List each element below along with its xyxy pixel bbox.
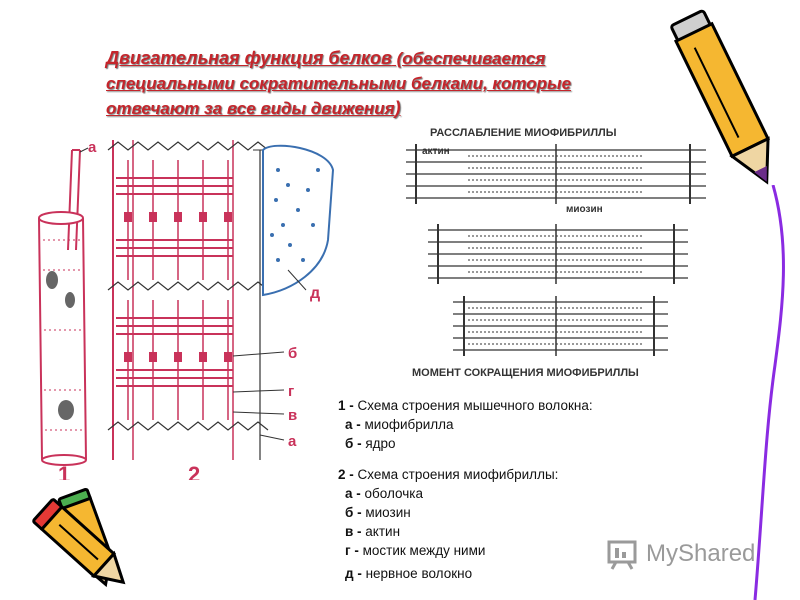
caption-contraction: МОМЕНТ СОКРАЩЕНИЯ МИОФИБРИЛЛЫ xyxy=(412,367,639,379)
page-title: Двигательная функция белков (обеспечивае… xyxy=(106,46,666,121)
watermark-text: MyShared xyxy=(646,540,756,567)
muscle-fiber-diagram: а 1 xyxy=(38,139,335,480)
label-myosin: миозин xyxy=(566,204,603,215)
label-a2: а xyxy=(288,433,297,450)
label-g: г xyxy=(288,383,294,400)
caption-relaxation: РАССЛАБЛЕНИЕ МИОФИБРИЛЛЫ xyxy=(430,127,617,139)
label-d: д xyxy=(310,285,320,302)
nucleus xyxy=(58,400,74,420)
label-num-1: 1 xyxy=(58,462,70,480)
title-sub-line3: отвечают за все виды движения xyxy=(106,99,395,118)
legend-section-2: 2 - Схема строения миофибриллы: xyxy=(338,467,559,482)
nucleus xyxy=(65,292,75,308)
legend-item: б - ядро xyxy=(345,436,396,451)
title-main: Двигательная функция белков xyxy=(106,48,392,68)
myofibril-structure xyxy=(107,140,269,460)
watermark-logo-icon xyxy=(607,540,637,570)
label-b: б xyxy=(288,345,297,362)
pencils-icon-bottom xyxy=(32,487,126,588)
sarcomere-partial xyxy=(428,224,688,284)
pencil-icon-top xyxy=(670,9,771,185)
label-num-2: 2 xyxy=(188,462,200,480)
label-v: в xyxy=(288,407,297,424)
label-actin: актин xyxy=(422,146,450,157)
title-sub-open: (обеспечивается xyxy=(391,49,546,68)
decorative-line xyxy=(753,185,785,600)
legend-item: в - актин xyxy=(345,524,401,539)
legend-item: г - мостик между ними xyxy=(345,543,486,558)
legend-item: б - миозин xyxy=(345,505,411,520)
legend-item: д - нервное волокно xyxy=(345,566,473,581)
legend-item: а - оболочка xyxy=(345,486,423,501)
sarcomere-contracted xyxy=(453,296,668,356)
legend: 1 - Схема строения мышечного волокна: а … xyxy=(338,396,668,583)
title-sub-line2: специальными сократительными белками, ко… xyxy=(106,74,572,93)
nucleus xyxy=(46,271,58,289)
legend-item: а - миофибрилла xyxy=(345,417,454,432)
sarcomere-relaxed xyxy=(406,144,706,204)
nerve-ending xyxy=(262,144,335,297)
title-sub-close: ) xyxy=(394,98,401,118)
label-a: а xyxy=(88,139,97,156)
legend-section-1: 1 - Схема строения мышечного волокна: xyxy=(338,398,593,413)
fiber-cylinder xyxy=(38,217,87,461)
myofibril-contraction-diagram: РАССЛАБЛЕНИЕ МИОФИБРИЛЛЫ актин миозин МО… xyxy=(406,127,706,379)
myofibril-strand xyxy=(67,149,81,251)
